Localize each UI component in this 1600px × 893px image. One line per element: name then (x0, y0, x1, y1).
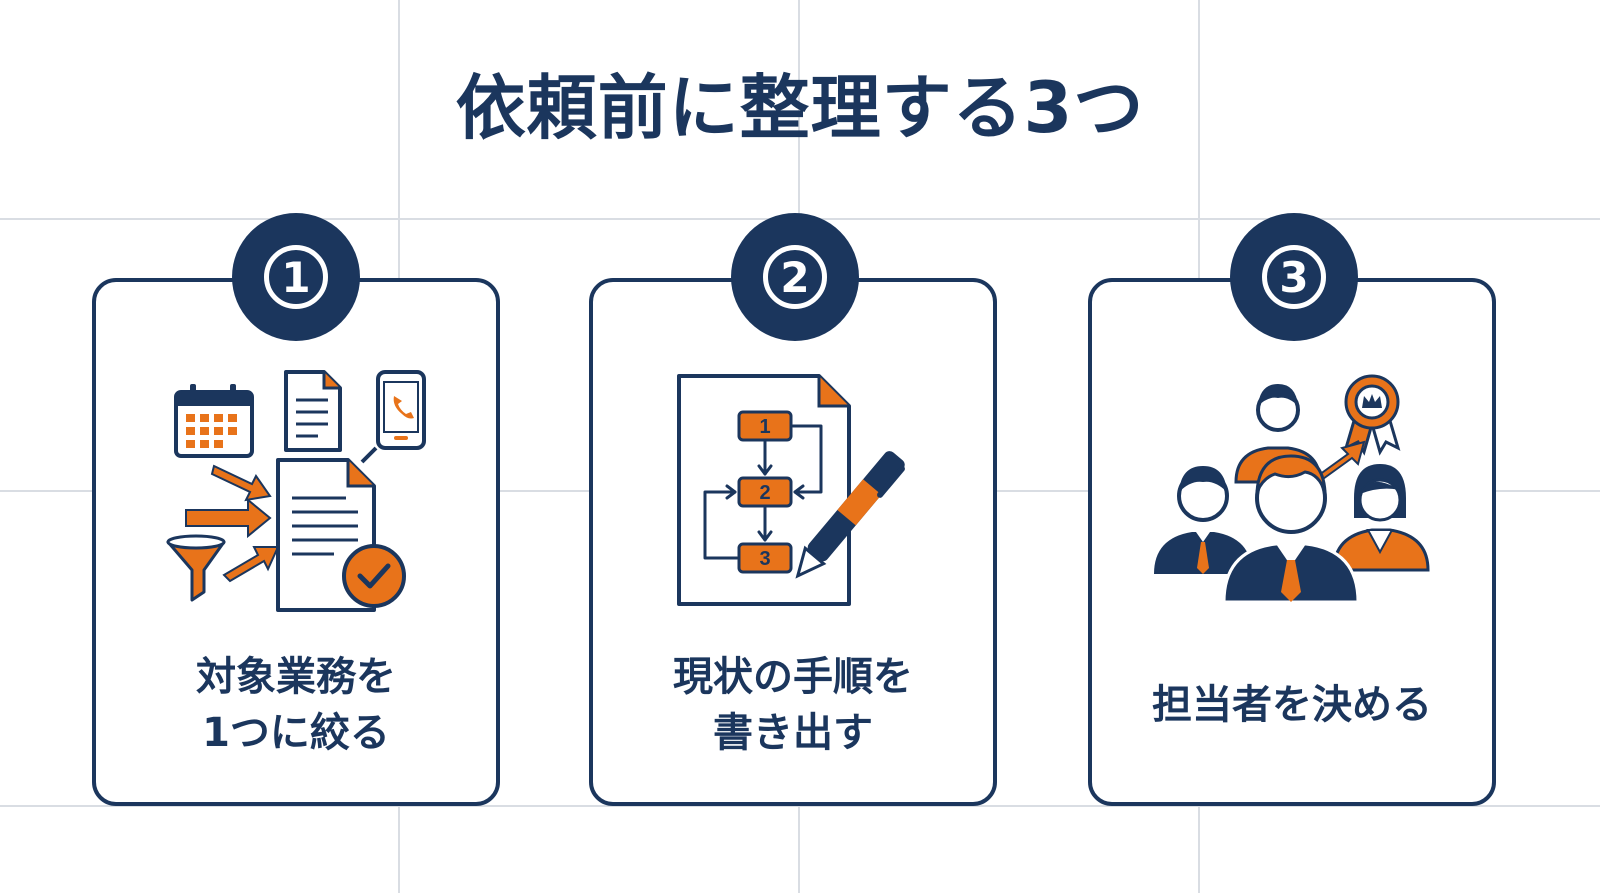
flow-step-label: 1 (759, 416, 770, 438)
step-number: 2 (763, 245, 827, 309)
step-number-badge-1: 1 (232, 213, 360, 341)
step-number: 1 (264, 245, 328, 309)
pen-icon (795, 451, 905, 579)
flowchart-document-pen-icon: 1 2 3 (593, 370, 993, 620)
person-icon (1222, 454, 1360, 604)
document-icon (284, 370, 342, 452)
page-title: 依頼前に整理する3つ (455, 67, 1145, 149)
step-number: 3 (1262, 245, 1326, 309)
grid-line (0, 805, 1600, 807)
step-card-1: 対象業務を 1つに絞る (92, 278, 500, 806)
funnel-icon (166, 534, 226, 602)
person-icon (1154, 466, 1252, 574)
flow-step-label: 3 (759, 548, 770, 570)
step-number-badge-3: 3 (1230, 213, 1358, 341)
flow-step-box (737, 542, 793, 574)
flow-step-box (737, 410, 793, 442)
arrow-icon (185, 446, 378, 583)
step-number-badge-2: 2 (731, 213, 859, 341)
check-icon (342, 544, 406, 608)
checklist-icon (96, 370, 496, 620)
step-label: 担当者を決める (1152, 682, 1432, 728)
step-label-line-1: 対象業務を (196, 654, 396, 700)
flow-step-box (737, 476, 793, 508)
step-label-line-2: 1つに絞る (202, 710, 390, 756)
step-card-3: 担当者を決める (1088, 278, 1496, 806)
calendar-icon (174, 384, 254, 458)
person-icon (1332, 464, 1430, 572)
step-label-line-2: 書き出す (713, 710, 873, 756)
flow-step-label: 2 (759, 482, 770, 504)
phone-icon (376, 370, 426, 450)
step-card-2: 1 2 3 現状の手順を 書き出す (589, 278, 997, 806)
step-label-line-1: 現状の手順を (673, 654, 913, 700)
award-icon (1343, 374, 1401, 456)
team-people-award-icon (1092, 370, 1492, 620)
